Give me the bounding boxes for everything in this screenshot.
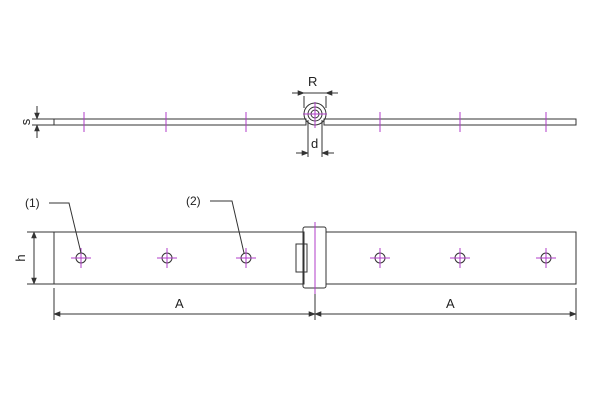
label-s: s [18, 118, 33, 125]
knuckle-notch [295, 243, 308, 273]
label-h: h [13, 254, 28, 261]
callout-leaders [49, 200, 245, 254]
dimension-R [292, 90, 338, 108]
label-R: R [308, 74, 317, 89]
dimension-A [53, 288, 577, 320]
front-view-holes [75, 252, 552, 264]
callout-1: (1) [25, 196, 40, 210]
leaf-edge-left [53, 118, 307, 126]
label-A-left: A [175, 296, 184, 311]
leaf-left [53, 231, 305, 285]
top-view-hole-markers [83, 102, 547, 132]
dimension-s [32, 106, 54, 138]
dimension-h [27, 231, 54, 285]
dimension-d [296, 120, 334, 157]
callout-2: (2) [186, 194, 201, 208]
label-A-right: A [446, 296, 455, 311]
leaf-edge-right [323, 118, 577, 126]
front-view-centerlines [71, 222, 556, 294]
label-d: d [311, 136, 318, 151]
